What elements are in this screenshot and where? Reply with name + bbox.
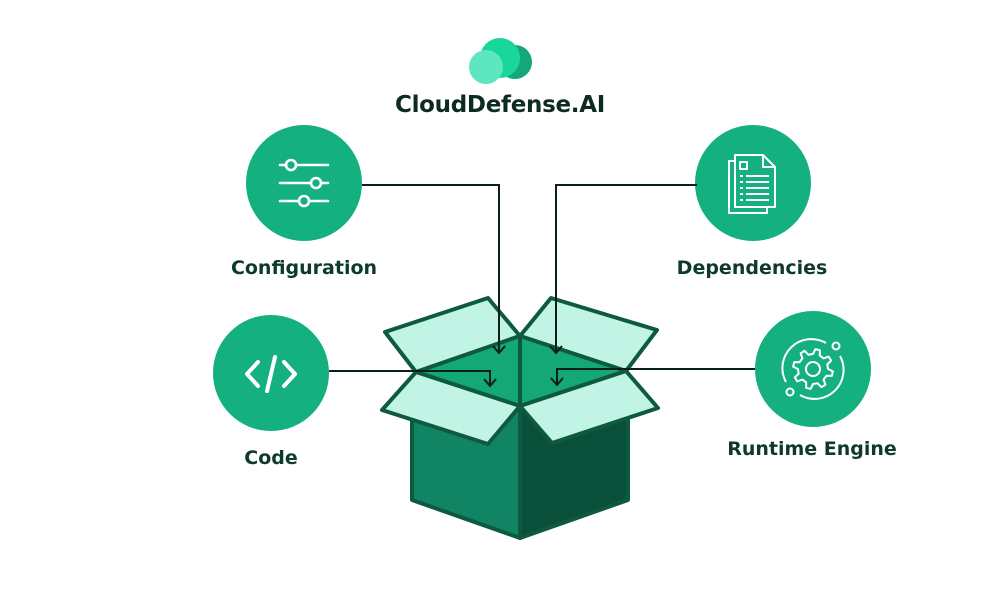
gear-cycle-icon [781, 338, 845, 400]
configuration-node [246, 125, 362, 241]
connector-configuration [362, 184, 500, 352]
code-node [213, 315, 329, 431]
connector-runtime [556, 368, 755, 384]
arrowhead-runtime [550, 377, 564, 387]
arrowhead-code [483, 378, 497, 388]
runtime-engine-label: Runtime Engine [727, 438, 897, 460]
connectors [329, 184, 755, 388]
documents-icon [728, 154, 776, 214]
box-icon [380, 296, 660, 540]
connector-code [329, 370, 491, 385]
dependencies-label: Dependencies [676, 257, 828, 279]
box-front-right-flap [518, 369, 660, 445]
cloud-icon [469, 38, 532, 84]
runtime-circle [755, 311, 871, 427]
arrowhead-configuration [492, 345, 506, 355]
runtime-node [755, 311, 871, 427]
brand-name: CloudDefense.AI [395, 92, 605, 118]
box-front-left-flap [380, 370, 522, 446]
connector-dependencies [555, 184, 697, 352]
code-icon [245, 355, 297, 393]
sliders-icon [278, 158, 330, 208]
arrowhead-dependencies [549, 345, 563, 355]
dependencies-node [695, 125, 811, 241]
configuration-label: Configuration [230, 257, 378, 279]
code-label: Code [244, 447, 298, 469]
